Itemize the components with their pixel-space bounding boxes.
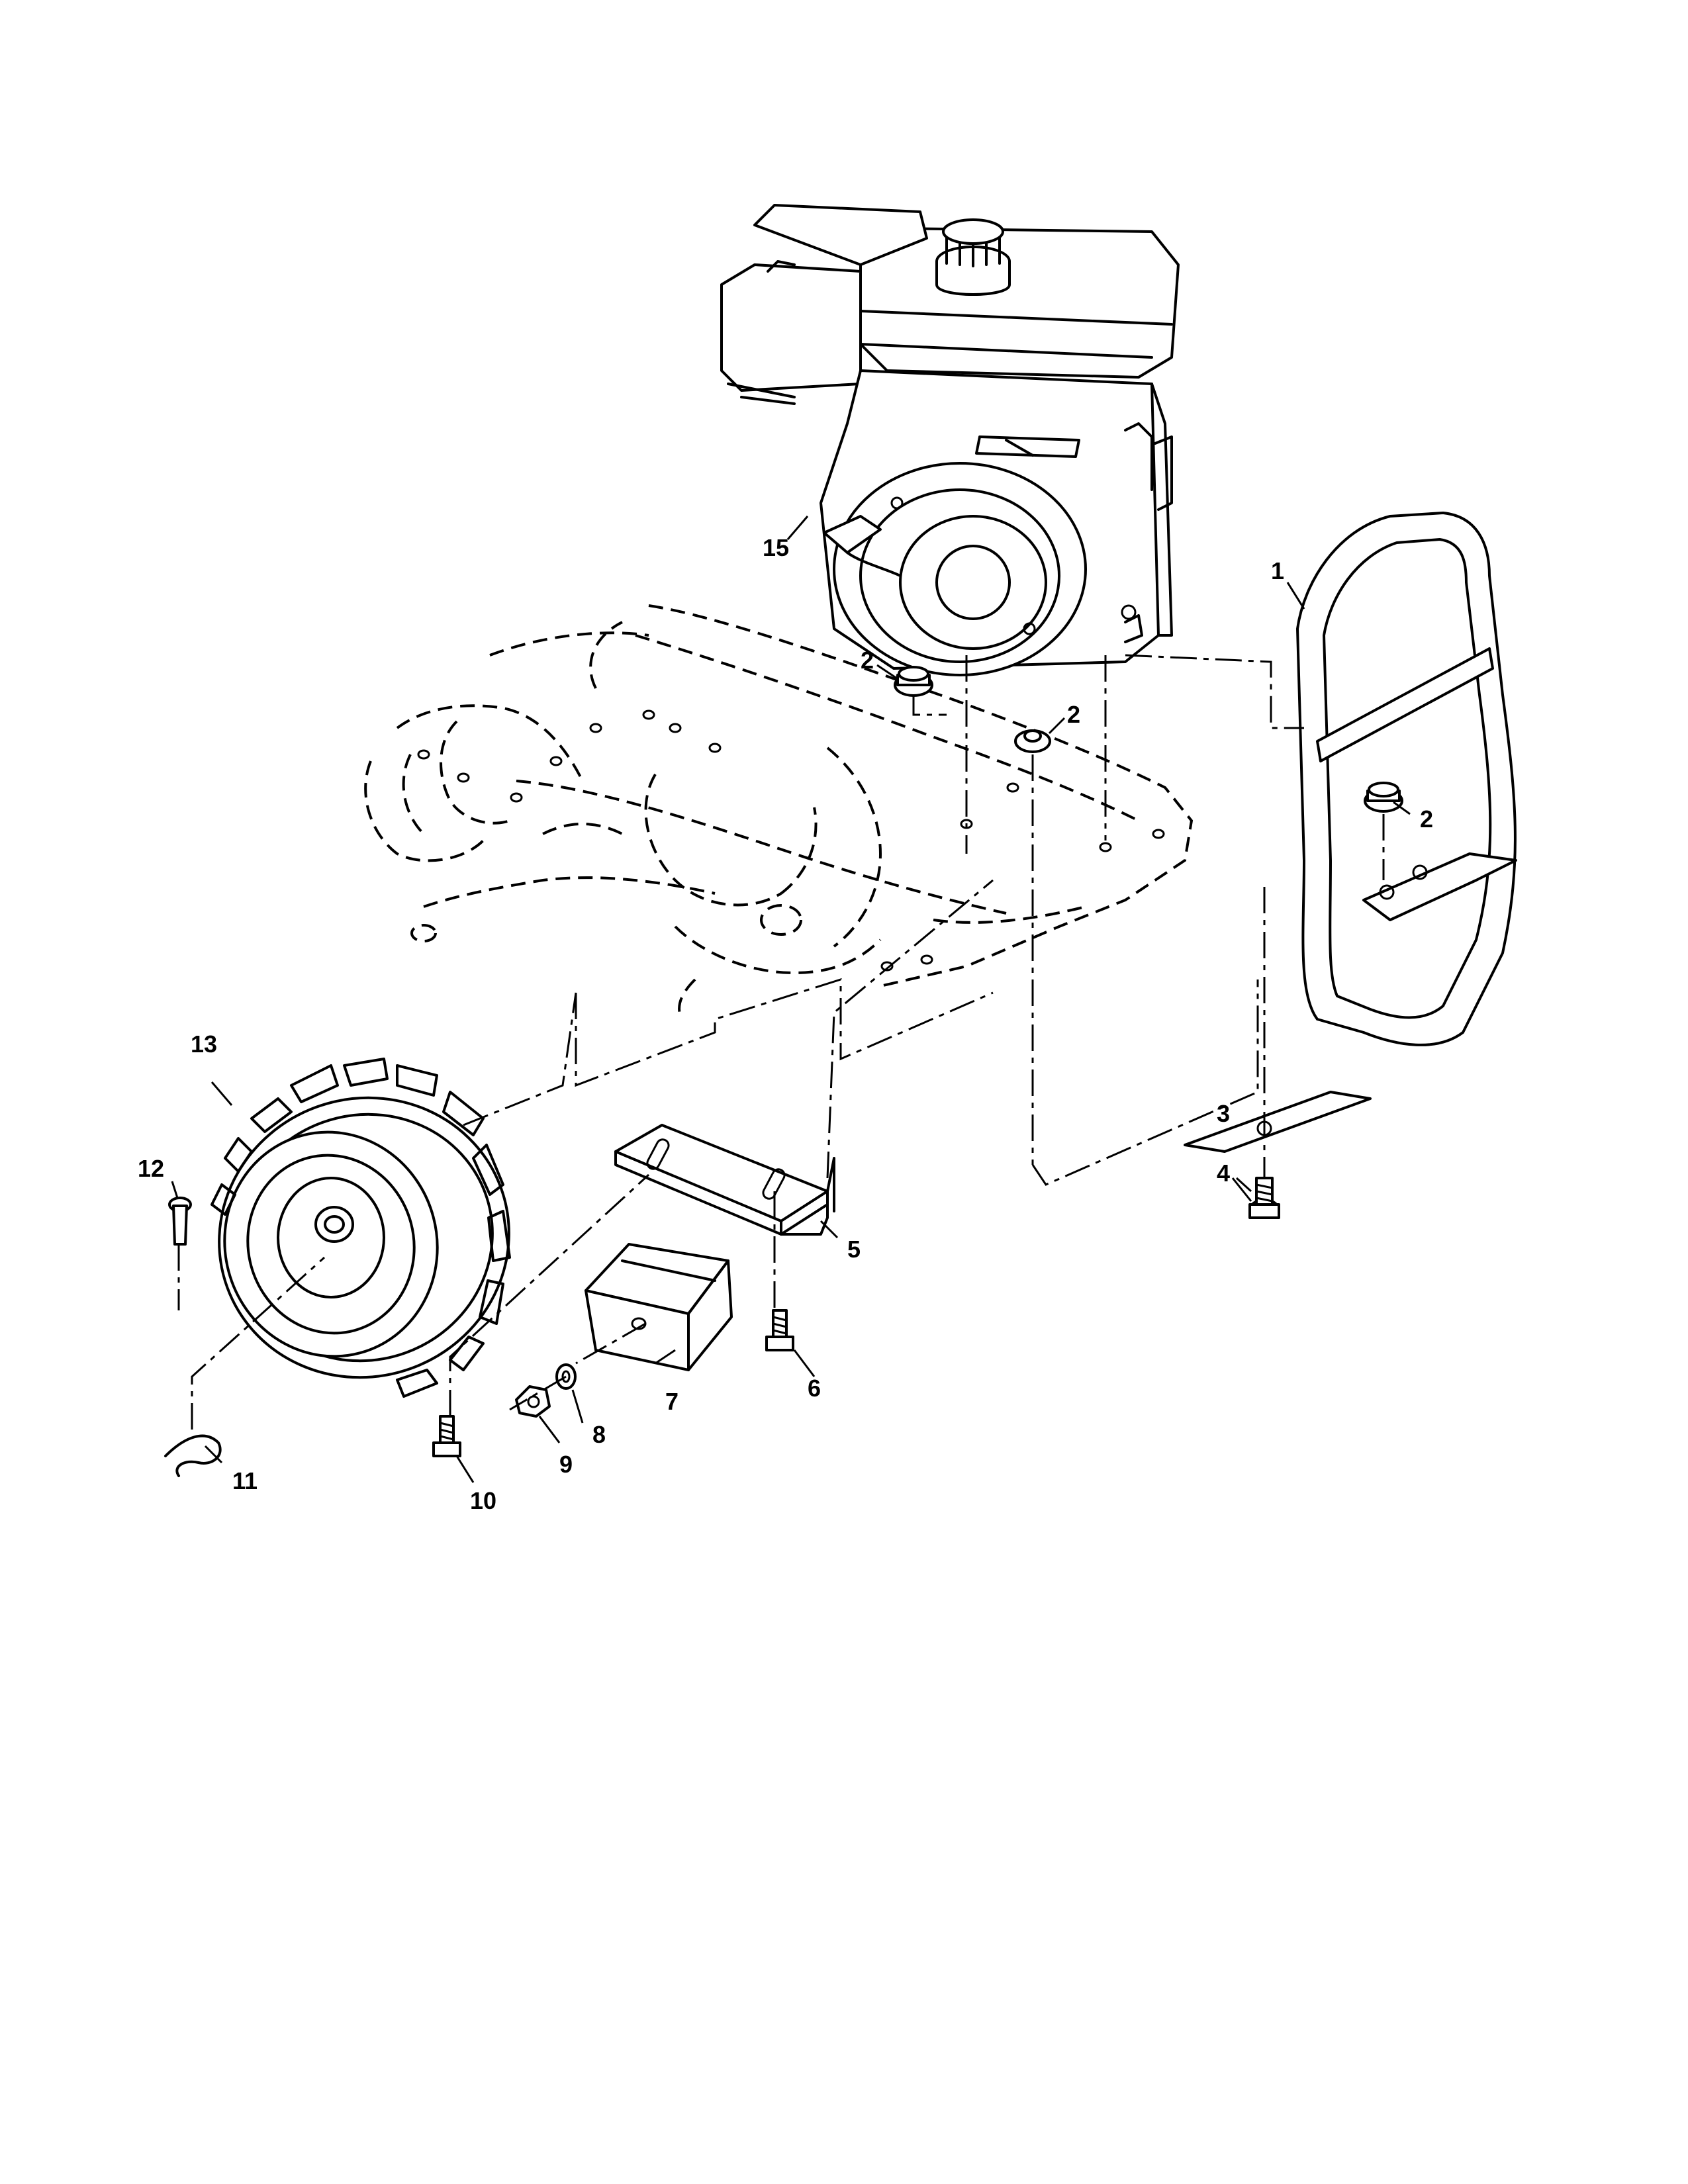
callout-4: 4 bbox=[1217, 1160, 1230, 1187]
callout-1: 1 bbox=[1271, 557, 1284, 584]
bolt-part-6 bbox=[765, 1309, 794, 1351]
leader-lines bbox=[171, 516, 1411, 1483]
callout-6: 6 bbox=[808, 1375, 821, 1402]
callout-2-right: 2 bbox=[1420, 805, 1433, 833]
engine-part-15 bbox=[720, 204, 1180, 676]
bumper-guard-part-1 bbox=[1184, 512, 1517, 1153]
tiller-frame-outline bbox=[364, 604, 1194, 1020]
callout-2-upper-left: 2 bbox=[861, 647, 874, 674]
callout-10: 10 bbox=[470, 1487, 496, 1514]
bracket-part-5 bbox=[614, 1124, 835, 1236]
callout-13: 13 bbox=[191, 1030, 217, 1058]
assembly-lines bbox=[177, 654, 1385, 1430]
callout-7: 7 bbox=[665, 1388, 679, 1415]
hairpin-clip-part-11 bbox=[164, 1434, 222, 1477]
callout-15: 15 bbox=[763, 534, 789, 561]
callout-labels: 1 2 2 2 3 4 5 6 7 8 9 10 11 12 13 15 bbox=[138, 534, 1433, 1514]
clevis-pin-part-12 bbox=[168, 1197, 192, 1246]
bolt-part-4 bbox=[1248, 1177, 1280, 1219]
callout-12: 12 bbox=[138, 1155, 164, 1182]
callout-2-center: 2 bbox=[1067, 701, 1080, 728]
flange-nut-part-2-right bbox=[1364, 782, 1403, 813]
flange-nut-part-2-upper-left bbox=[894, 666, 933, 697]
callout-8: 8 bbox=[592, 1421, 606, 1448]
weight-block-part-7 bbox=[585, 1243, 733, 1371]
callout-11: 11 bbox=[232, 1467, 258, 1494]
flange-nut-part-2-center bbox=[1014, 729, 1051, 753]
callout-9: 9 bbox=[559, 1451, 573, 1478]
callout-5: 5 bbox=[847, 1236, 861, 1263]
wheel-tire-part-13 bbox=[211, 1058, 511, 1398]
bolt-part-10 bbox=[432, 1415, 461, 1457]
callout-3: 3 bbox=[1217, 1100, 1230, 1127]
hex-nut-part-9 bbox=[515, 1385, 551, 1418]
